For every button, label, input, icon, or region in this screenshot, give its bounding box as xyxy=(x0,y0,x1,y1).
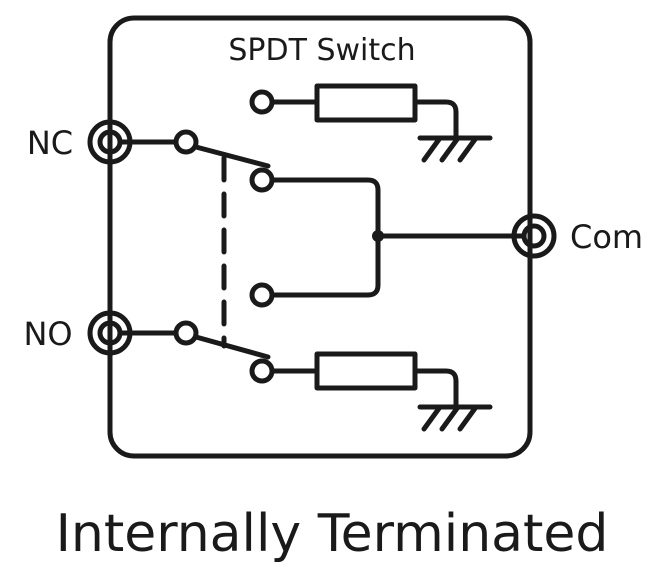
com-port-label: Com xyxy=(570,218,643,256)
switch-enclosure xyxy=(107,15,533,459)
caption: Internally Terminated xyxy=(55,504,609,564)
upper-termination-resistor xyxy=(314,83,418,123)
nc-lower-contact xyxy=(249,167,275,193)
no-upper-contact xyxy=(249,282,275,308)
junction-dot xyxy=(372,230,384,242)
lower-ground-lead xyxy=(412,368,459,410)
no-port-label: NO xyxy=(23,315,72,353)
com-port-connector xyxy=(511,213,557,259)
switch-title: SPDT Switch xyxy=(228,33,415,68)
nc-pivot-terminal xyxy=(173,129,199,155)
spdt-switch-diagram: SPDT Switch NC NO xyxy=(23,15,643,459)
upper-ground-lead xyxy=(412,99,459,141)
nc-upper-contact xyxy=(249,89,275,115)
nc-port-label: NC xyxy=(27,124,73,162)
lower-ground-icon xyxy=(417,404,493,432)
no-pivot-terminal xyxy=(173,320,199,346)
common-bus xyxy=(269,177,381,298)
upper-ground-icon xyxy=(417,135,493,163)
lower-termination-resistor xyxy=(314,351,418,391)
nc-switch-blade xyxy=(193,144,271,169)
no-switch-blade xyxy=(193,334,271,360)
no-lower-contact xyxy=(249,358,275,384)
